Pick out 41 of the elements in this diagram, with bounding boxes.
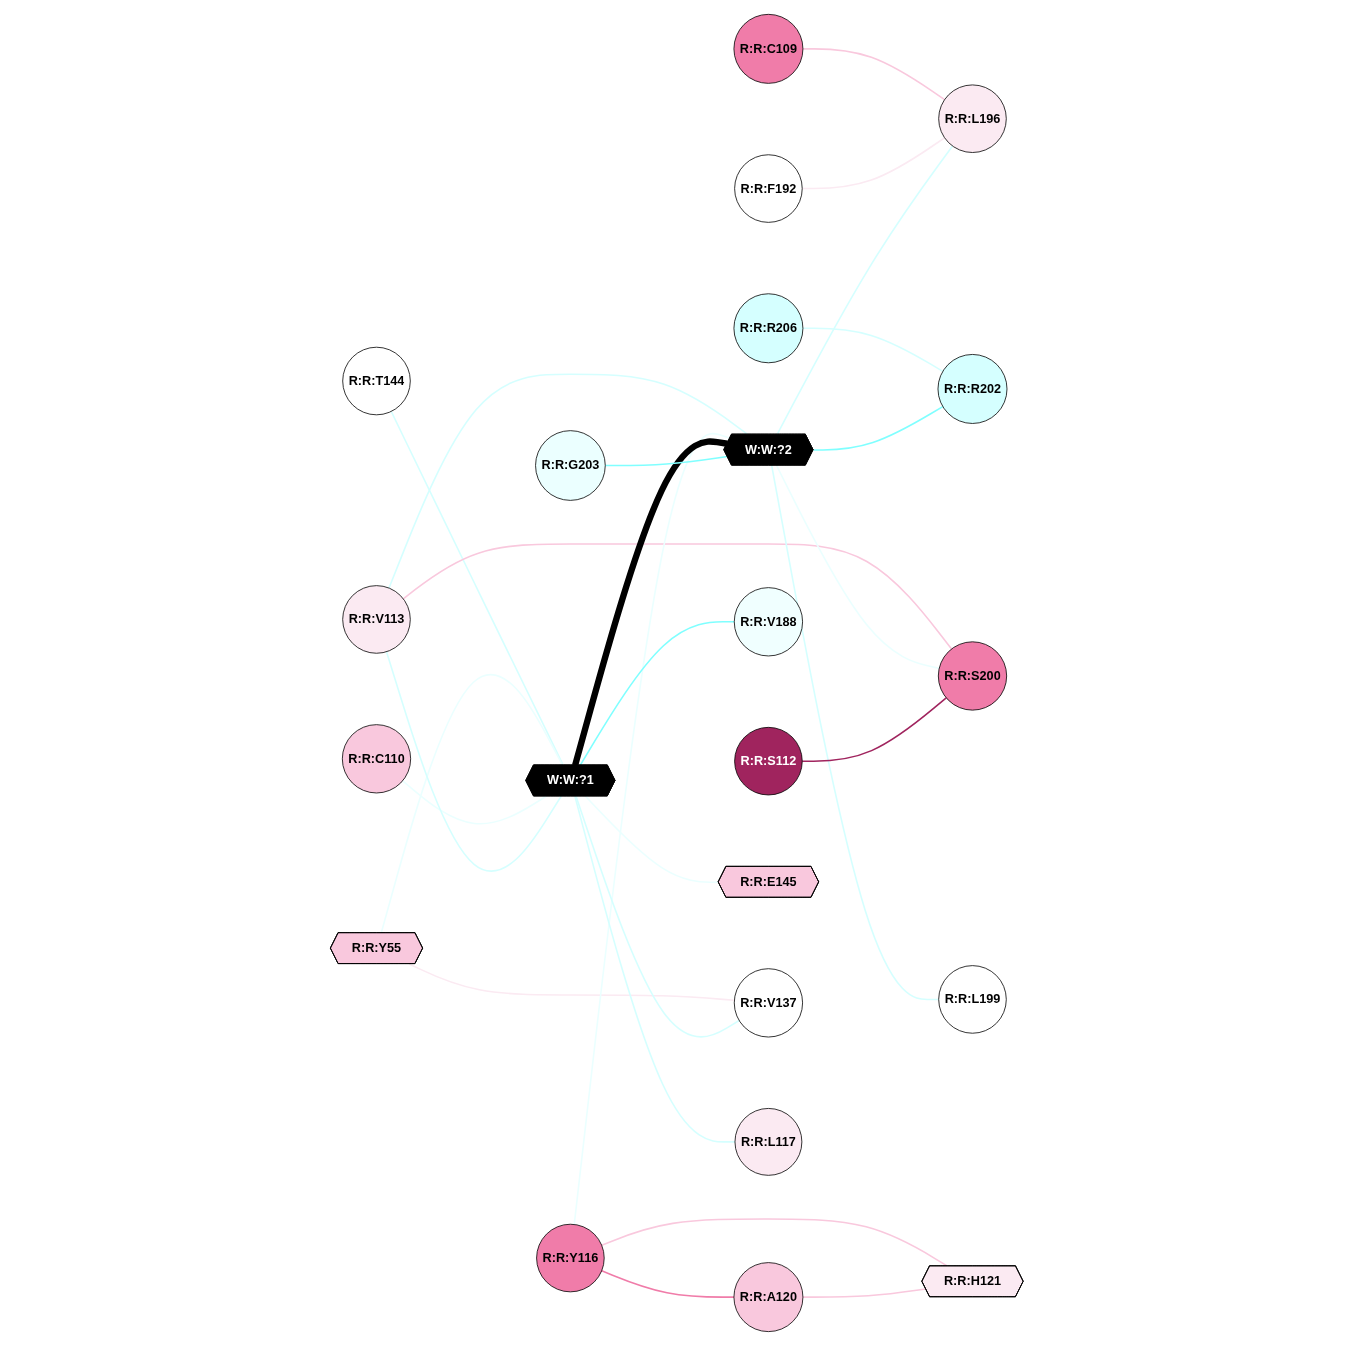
connector [802,1287,927,1298]
connector [776,144,954,435]
node-circle: R:R:R202 [937,353,1008,424]
node-circle: R:R:R206 [733,292,804,363]
node-circle: R:R:L196 [938,84,1007,153]
node-circle: R:R:S200 [938,640,1008,711]
node-circle: R:R:V137 [734,967,804,1037]
node-circle: R:R:V113 [342,584,411,654]
connector [802,327,944,372]
node-circle: R:R:F192 [734,153,803,223]
connector [771,464,940,1000]
connector [390,410,565,766]
connector [604,455,729,466]
node-circle: R:R:S112 [734,726,803,795]
connector [776,464,941,669]
node-circle: R:R:C110 [342,723,412,793]
connector [388,372,749,589]
connector [385,650,563,872]
node-circle: R:R:L117 [734,1107,803,1176]
connector [801,136,946,189]
connector [573,432,732,1225]
node-circle: R:R:Y116 [536,1223,605,1292]
connector [408,962,736,1001]
connector [380,673,564,934]
connector [402,542,953,650]
node-circle: R:R:G203 [535,429,606,501]
connector [402,779,548,825]
connector [572,437,729,766]
connector [584,795,720,883]
connector [812,405,944,451]
node-circle: R:R:C109 [733,13,804,84]
node-circle: R:R:A120 [733,1261,804,1332]
node-circle: R:R:T144 [342,346,411,415]
connector [575,795,741,1038]
node-circle: R:R:V188 [734,586,804,656]
connector [579,620,736,766]
connector [574,795,736,1143]
connector [601,1269,735,1298]
connector [801,696,948,762]
connector [802,47,946,100]
node-circle: R:R:L199 [938,964,1007,1034]
